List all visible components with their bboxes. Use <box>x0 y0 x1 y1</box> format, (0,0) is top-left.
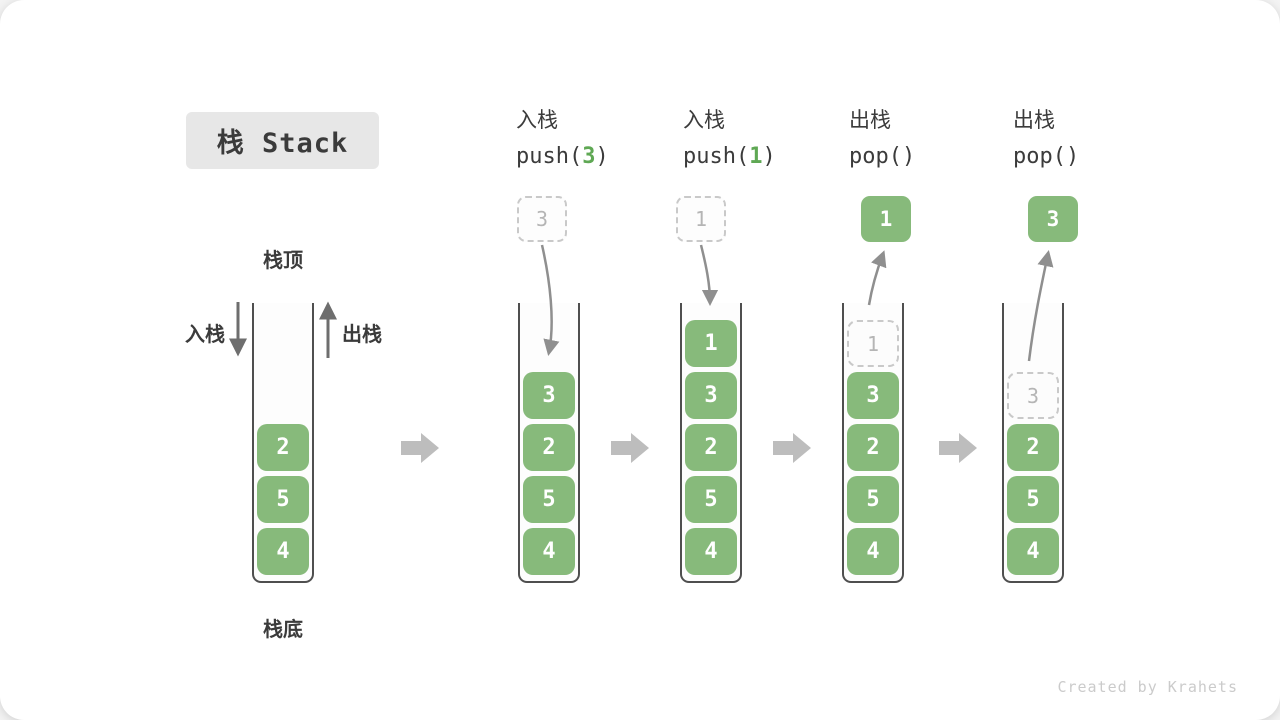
push1-motion-arrow-icon <box>699 244 719 307</box>
next-step-arrow-icon <box>611 433 649 463</box>
stack-top-label: 栈顶 <box>263 250 303 272</box>
stack-item: 5 <box>523 476 575 523</box>
diagram-title: 栈 Stack <box>186 112 379 169</box>
step-op-name: 出栈 <box>849 109 891 132</box>
stack-item: 5 <box>257 476 309 523</box>
stack-container-push1: 1 3 2 5 4 <box>680 303 742 583</box>
stack-container-push3: 3 2 5 4 <box>518 303 580 583</box>
stack-container-pop2: 3 2 5 4 <box>1002 303 1064 583</box>
next-step-arrow-icon <box>773 433 811 463</box>
step-op-name: 入栈 <box>683 109 725 132</box>
stack-item: 5 <box>847 476 899 523</box>
stack-item: 2 <box>847 424 899 471</box>
pop-legend-label: 出栈 <box>342 324 382 346</box>
step-header-pop2: 出栈 pop() <box>1013 108 1079 170</box>
stack-item: 4 <box>523 528 575 575</box>
stack-item-removed: 1 <box>847 320 899 367</box>
stack-container-initial: 2 5 4 <box>252 303 314 583</box>
next-step-arrow-icon <box>939 433 977 463</box>
pushed-value-box: 3 <box>517 196 567 242</box>
stack-item: 4 <box>1007 528 1059 575</box>
step-header-push3: 入栈 push(3) <box>516 108 609 170</box>
stack-item: 3 <box>847 372 899 419</box>
watermark: Created by Krahets <box>1057 678 1238 696</box>
step-header-push1: 入栈 push(1) <box>683 108 776 170</box>
stack-item: 5 <box>685 476 737 523</box>
step-op-name: 出栈 <box>1013 109 1055 132</box>
step-op-code: push(3) <box>516 144 609 169</box>
stack-container-pop1: 1 3 2 5 4 <box>842 303 904 583</box>
stack-item: 4 <box>847 528 899 575</box>
stack-item: 5 <box>1007 476 1059 523</box>
popped-value-box: 3 <box>1028 196 1078 242</box>
step-header-pop1: 出栈 pop() <box>849 108 915 170</box>
stack-item: 4 <box>685 528 737 575</box>
stack-item: 2 <box>1007 424 1059 471</box>
next-step-arrow-icon <box>401 433 439 463</box>
pop1-motion-arrow-icon <box>867 250 887 306</box>
stack-bottom-label: 栈底 <box>263 619 303 641</box>
step-op-code: pop() <box>849 144 916 169</box>
pushed-value-box: 1 <box>676 196 726 242</box>
stack-item: 1 <box>685 320 737 367</box>
step-op-name: 入栈 <box>516 109 558 132</box>
stack-item: 2 <box>685 424 737 471</box>
step-op-code: push(1) <box>683 144 776 169</box>
stack-item: 4 <box>257 528 309 575</box>
stack-item-removed: 3 <box>1007 372 1059 419</box>
stack-item: 3 <box>685 372 737 419</box>
step-op-code: pop() <box>1013 144 1080 169</box>
stack-item: 2 <box>523 424 575 471</box>
stack-item: 2 <box>257 424 309 471</box>
stack-item: 3 <box>523 372 575 419</box>
popped-value-box: 1 <box>861 196 911 242</box>
push-legend-label: 入栈 <box>185 324 225 346</box>
